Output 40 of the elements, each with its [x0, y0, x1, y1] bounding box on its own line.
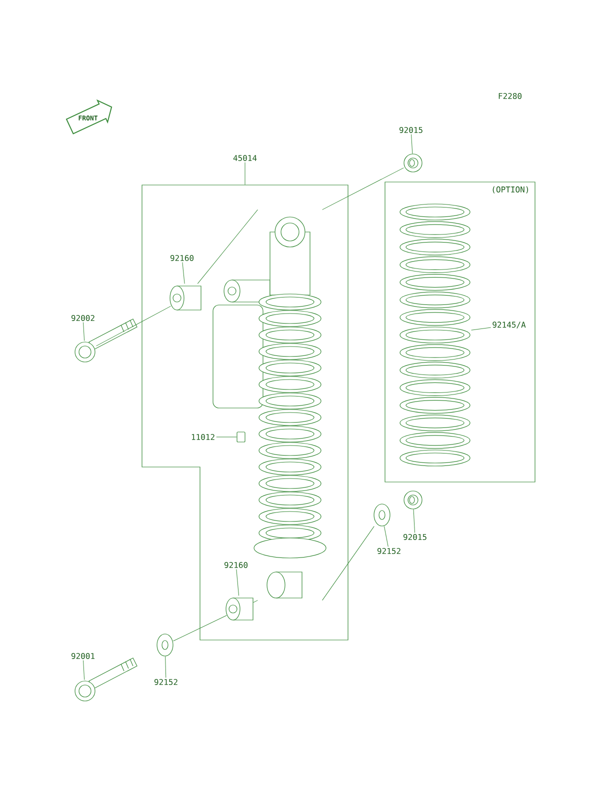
code-label: F2280 — [498, 92, 522, 100]
shock-absorber-drawing — [254, 216, 326, 598]
alignment-line — [253, 600, 258, 603]
callout-number: 11012 — [192, 434, 214, 440]
leader-line — [236, 569, 240, 596]
callout-number: 92160 — [170, 254, 194, 262]
nut-drawing — [404, 154, 422, 172]
callout-number: 92152 — [154, 678, 178, 686]
callout-number: 92015 — [403, 534, 426, 540]
leader-line — [83, 660, 85, 680]
alignment-line — [322, 168, 404, 210]
washer-drawing — [374, 504, 390, 526]
pin-drawing — [236, 432, 246, 442]
callout-number: 92152 — [377, 548, 400, 554]
leader-line — [182, 262, 185, 284]
callout-number: 92015 — [399, 126, 422, 134]
leader-line — [471, 327, 492, 330]
callout-number: 92001 — [71, 652, 94, 660]
spring-drawing — [400, 204, 470, 466]
callout-number: 92160 — [224, 562, 248, 568]
collar-drawing — [170, 286, 202, 310]
leader-line — [83, 322, 85, 341]
bolt-drawing — [74, 658, 138, 702]
assembly-frame — [142, 184, 348, 640]
leader-line — [244, 162, 246, 185]
alignment-line — [197, 209, 258, 284]
leader-line — [165, 656, 166, 678]
leader-line — [413, 509, 416, 533]
callout-number: 92145/A — [492, 322, 526, 328]
alignment-line — [322, 526, 374, 601]
alignment-line — [173, 615, 227, 642]
washer-drawing — [156, 634, 174, 656]
collar-drawing — [226, 598, 254, 620]
callout-number: 92002 — [71, 314, 94, 322]
leader-line — [216, 436, 237, 438]
nut-drawing — [404, 490, 422, 510]
alignment-line — [96, 306, 171, 346]
callout-number: 45014 — [233, 154, 257, 162]
leader-line — [411, 134, 413, 154]
leader-line — [384, 526, 388, 547]
